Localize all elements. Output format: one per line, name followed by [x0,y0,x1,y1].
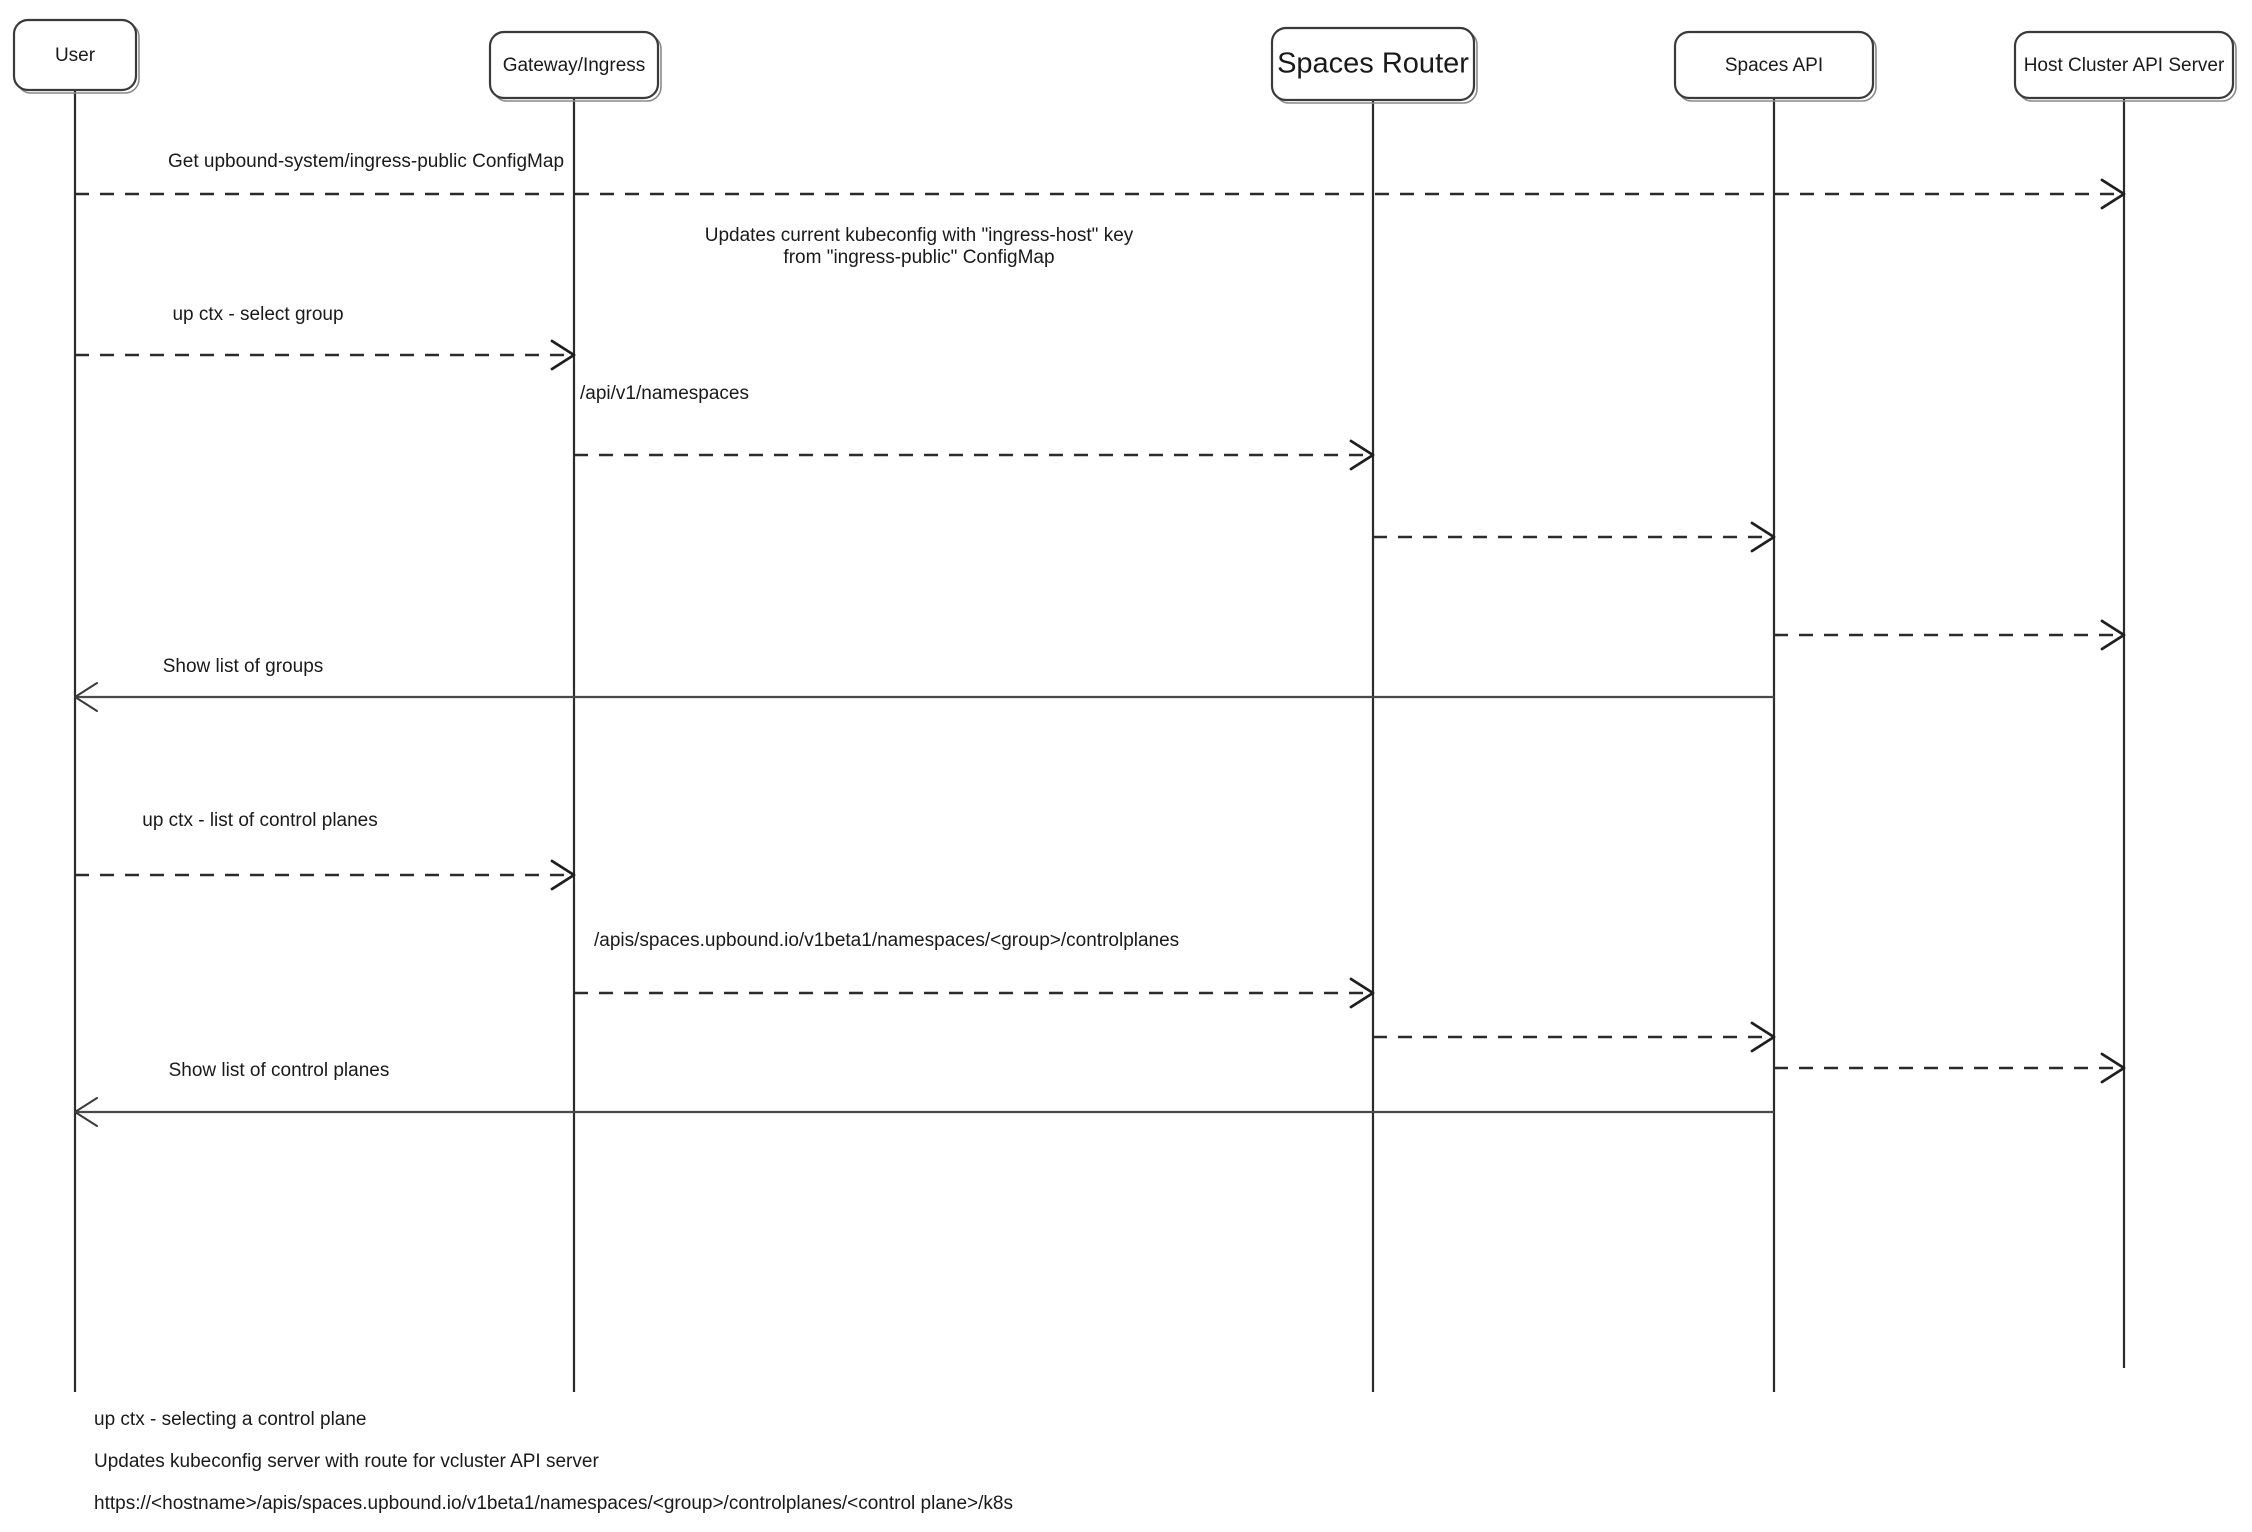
message-m2: up ctx - select group [75,304,576,371]
participant-box [488,30,660,100]
participant-box [1673,30,1875,100]
message-m1: Get upbound-system/ingress-public Config… [75,151,2126,210]
message-arrowhead [74,682,98,712]
participant-user[interactable]: User [12,18,140,94]
message-m3: /api/v1/namespaces [574,383,1375,471]
message-m7: up ctx - list of control planes [75,810,576,891]
participant-label: User [55,45,96,66]
message-label: Get upbound-system/ingress-public Config… [168,151,564,172]
message-label: /api/v1/namespaces [580,383,749,404]
participant-box [1270,26,1476,102]
participant-label: Host Cluster API Server [2024,55,2225,76]
message-arrowhead [1349,439,1375,471]
message-label: up ctx - list of control planes [142,810,378,831]
message-note-line: from "ingress-public" ConfigMap [783,247,1054,268]
participant-box [12,18,138,92]
message-arrowhead [1349,977,1375,1009]
message-label: up ctx - select group [172,304,343,325]
message-note-line: Updates current kubeconfig with "ingress… [705,225,1134,246]
footer-note-2: Updates kubeconfig server with route for… [94,1451,599,1472]
participant-gateway[interactable]: Gateway/Ingress [488,30,662,102]
footer-note-3: https://<hostname>/apis/spaces.upbound.i… [94,1493,1013,1514]
message-m10 [1774,1052,2126,1084]
notes-group: up ctx - selecting a control planeUpdate… [94,1409,1013,1514]
message-arrowhead [74,1097,98,1127]
message-arrowhead [2100,178,2126,210]
message-label: Show list of groups [163,656,324,677]
participant-router[interactable]: Spaces Router [1270,26,1478,104]
participant-box [2013,30,2235,100]
message-m11: Show list of control planes [74,1060,1774,1127]
message-m8: /apis/spaces.upbound.io/v1beta1/namespac… [574,930,1375,1009]
messages-group: Get upbound-system/ingress-public Config… [74,151,2126,1127]
message-arrowhead [1750,1021,1776,1053]
message-arrowhead [2100,619,2126,651]
message-m6: Show list of groups [74,656,1774,712]
message-m5 [1774,619,2126,651]
lifelines-group [73,90,2126,1392]
participant-host_api[interactable]: Host Cluster API Server [2013,30,2237,102]
message-arrowhead [550,859,576,891]
message-arrowhead [550,339,576,371]
footer-note-1: up ctx - selecting a control plane [94,1409,367,1430]
participant-spaces_api[interactable]: Spaces API [1673,30,1877,102]
participant-label: Spaces API [1725,55,1823,76]
participants-group: User Gateway/Ingress Spaces Router Spaces A… [12,18,2237,104]
message-m9 [1373,1021,1776,1053]
message-n1: Updates current kubeconfig with "ingress… [705,225,1134,268]
message-arrowhead [2100,1052,2126,1084]
participant-label: Spaces Router [1277,48,1469,80]
participant-label: Gateway/Ingress [503,55,646,76]
message-m4 [1373,521,1776,553]
message-label: Show list of control planes [169,1060,390,1081]
message-arrowhead [1750,521,1776,553]
message-label: /apis/spaces.upbound.io/v1beta1/namespac… [594,930,1179,951]
